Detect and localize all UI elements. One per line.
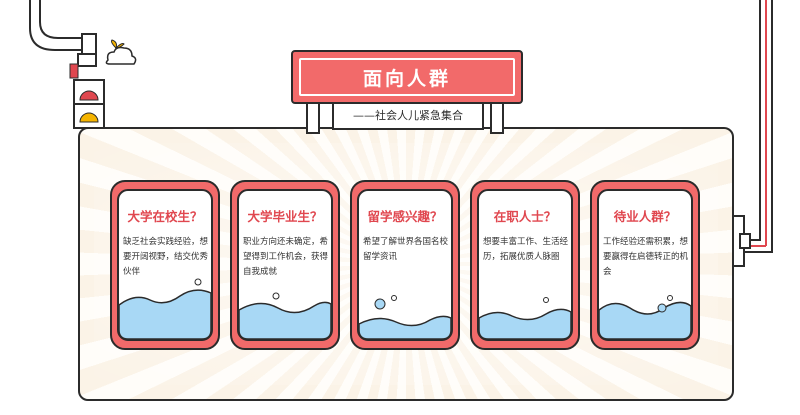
card-jar-shape <box>110 180 220 350</box>
card-graduate: 大学毕业生？ 职业方向还未确定，希望得到工作机会，获得自我成就 <box>230 180 340 350</box>
title-sign: 面向人群 <box>291 50 523 104</box>
card-jar-shape <box>590 180 700 350</box>
card-working-professional: 在职人士？ 想要丰富工作、生活经历，拓展优质人脉圈 <box>470 180 580 350</box>
card-university-student: 大学在校生？ 缺乏社会实践经验，想要开阔视野，结交优秀伙伴 <box>110 180 220 350</box>
card-title: 大学在校生？ <box>127 209 203 224</box>
card-description: 想要丰富工作、生活经历，拓展优质人脉圈 <box>483 237 569 262</box>
card-title: 大学毕业生？ <box>247 209 323 224</box>
card-jar-shape <box>230 180 340 350</box>
card-description: 职业方向还未确定，希望得到工作机会，获得自我成就 <box>243 237 329 277</box>
card-title: 留学感兴趣？ <box>367 209 443 224</box>
card-study-abroad: 留学感兴趣？ 希望了解世界各国名校留学资讯 <box>350 180 460 350</box>
card-description: 缺乏社会实践经验，想要开阔视野，结交优秀伙伴 <box>123 237 209 277</box>
subtitle-text: ——社会人儿紧急集合 <box>353 109 463 122</box>
card-jar-shape <box>470 180 580 350</box>
subtitle-banner: ——社会人儿紧急集合 <box>332 100 484 130</box>
card-description: 希望了解世界各国名校留学资讯 <box>363 237 449 262</box>
card-title: 在职人士？ <box>493 209 557 224</box>
card-description: 工作经验还需积累，想要赢得在启德转正的机会 <box>603 237 689 277</box>
sign-post-left <box>306 100 320 134</box>
page-title: 面向人群 <box>362 67 451 90</box>
card-jar-shape <box>350 180 460 350</box>
title-sign-frame: 面向人群 <box>299 58 515 96</box>
card-job-seeker: 待业人群？ 工作经验还需积累，想要赢得在启德转正的机会 <box>590 180 700 350</box>
sign-post-right <box>490 100 504 134</box>
card-title: 待业人群？ <box>613 209 677 224</box>
